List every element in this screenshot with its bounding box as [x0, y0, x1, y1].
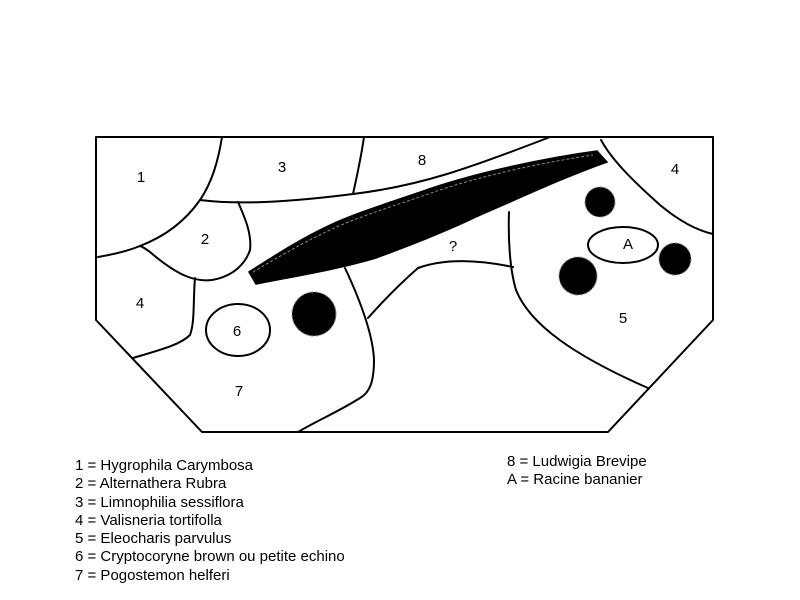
- legend-right: 8 = Ludwigia Brevipe A = Racine bananier: [507, 453, 647, 490]
- boundary-top-curve: [199, 136, 551, 204]
- boundary-2-right: [139, 201, 252, 282]
- zone-label-3: 3: [278, 159, 286, 176]
- legend-item-8: 8 = Ludwigia Brevipe: [507, 453, 647, 470]
- legend-item-1: 1 = Hygrophila Carymbosa: [75, 457, 254, 474]
- legend-item-2: 2 = Alternathera Rubra: [75, 475, 227, 493]
- boundary-3-8: [352, 136, 365, 195]
- zone-label-2: 2: [201, 231, 209, 248]
- tank-outline: [95, 136, 714, 433]
- zone-label-5: 5: [619, 310, 627, 327]
- zone-label-4-left: 4: [136, 295, 144, 312]
- legend-item-3: 3 = Limnophilia sessiflora: [75, 493, 244, 511]
- root-shape: [247, 150, 609, 285]
- stone-dot-2: [584, 186, 616, 218]
- root-highlight: [252, 154, 594, 273]
- zone-label-7: 7: [235, 383, 243, 400]
- zone-6-ellipse: [205, 303, 271, 357]
- legend-left: 1 = Hygrophila Carymbosa 2 = Alternather…: [75, 457, 345, 585]
- stone-dot-1: [291, 291, 337, 337]
- zone-label-A: A: [623, 236, 633, 253]
- stone-dot-4: [658, 242, 692, 276]
- boundary-unknown-curve: [367, 260, 514, 319]
- boundary-2-4-left: [132, 277, 196, 359]
- legend-item-7: 7 = Pogostemon helferi: [75, 566, 230, 584]
- legend-item-A: A = Racine bananier: [507, 471, 643, 489]
- zone-label-unknown: ?: [449, 238, 457, 255]
- boundary-8-lower: [297, 267, 375, 433]
- zone-A-ellipse: [587, 226, 659, 264]
- legend-item-6: 6 = Cryptocoryne brown ou petite echino: [75, 548, 345, 566]
- stone-dot-3: [558, 256, 598, 296]
- boundary-5-left: [507, 211, 649, 389]
- legend-item-4: 4 = Valisneria tortifolla: [75, 511, 222, 529]
- zone-label-6: 6: [233, 323, 241, 340]
- zone-label-8: 8: [418, 152, 426, 169]
- boundary-4-right: [600, 139, 714, 235]
- boundary-1-3: [97, 136, 223, 258]
- zone-label-4-right: 4: [671, 161, 679, 178]
- legend-item-5: 5 = Eleocharis parvulus: [75, 530, 232, 548]
- zone-label-1: 1: [137, 169, 145, 186]
